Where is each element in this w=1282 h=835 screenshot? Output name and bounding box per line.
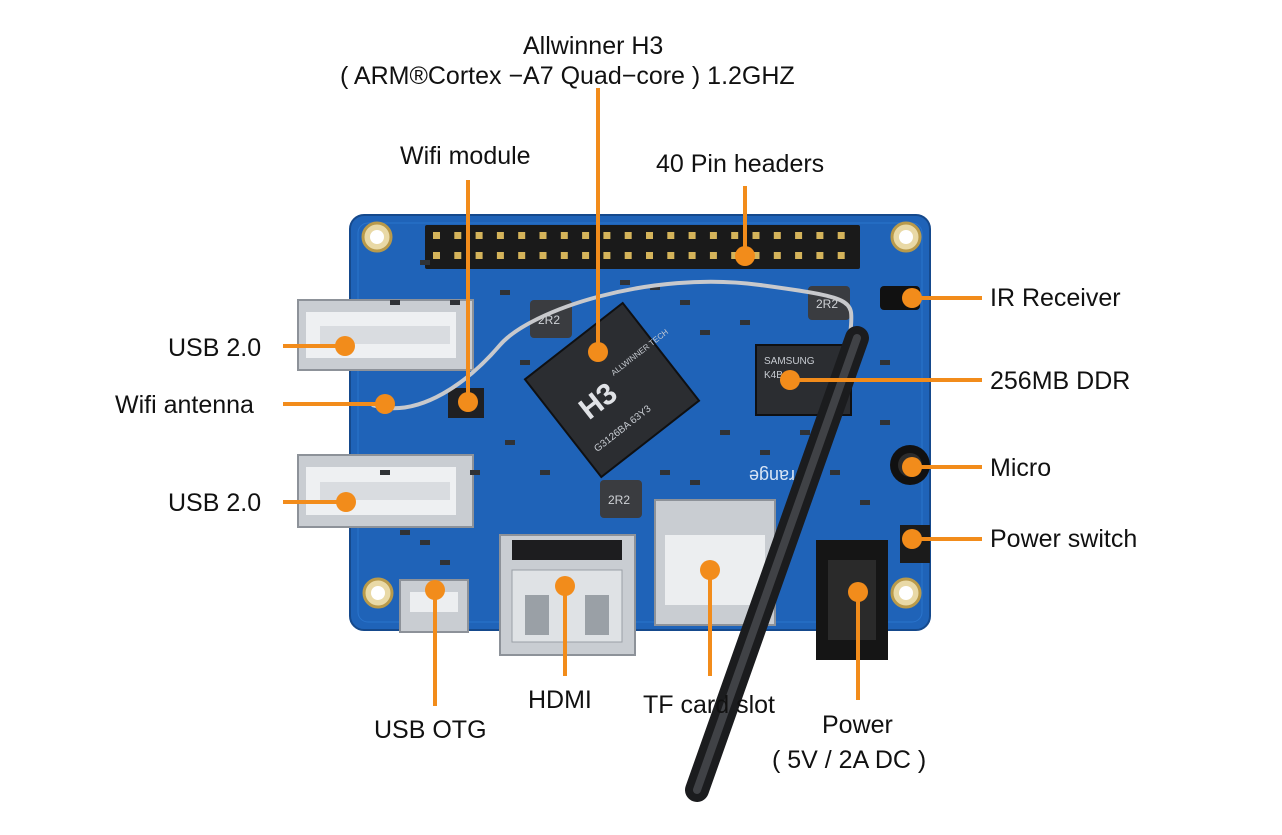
smd-part (690, 480, 700, 485)
header-pin (795, 252, 803, 259)
header-pin (433, 232, 440, 239)
header-pin (773, 252, 781, 259)
tf-card-label: TF card slot (643, 691, 775, 719)
header-pin (837, 232, 845, 239)
power-switch-label: Power switch (990, 525, 1138, 553)
smd-part (880, 420, 890, 425)
smd-part (470, 470, 480, 475)
orange-logo-text: range (749, 466, 795, 486)
smd-part (740, 320, 750, 325)
header-pin (496, 252, 504, 259)
power-label-line1: Power (822, 711, 893, 739)
inductor-mark-2: 2R2 (608, 493, 630, 507)
smd-part (700, 330, 710, 335)
antenna-cable (371, 279, 854, 411)
header-pin (709, 232, 717, 239)
header-pin (816, 252, 824, 259)
soc-label-line1: Allwinner H3 (523, 32, 664, 60)
header-pin (433, 252, 440, 259)
wifi-antenna-label: Wifi antenna (115, 391, 254, 419)
smd-part (720, 430, 730, 435)
header-pin (646, 232, 653, 239)
ddr-label: 256MB DDR (990, 367, 1131, 395)
header-pin (603, 232, 611, 239)
header-pin (582, 252, 590, 259)
header-pin (560, 232, 568, 239)
header-pin (454, 232, 462, 239)
smd-part (520, 360, 530, 365)
hdmi-label: HDMI (528, 686, 592, 714)
header-pin (667, 232, 675, 239)
smd-part (650, 285, 660, 290)
header-pin (518, 252, 526, 259)
header-pin (731, 252, 739, 259)
smd-part (390, 300, 400, 305)
header-pin (624, 232, 632, 239)
header-pin (518, 232, 526, 239)
pin-headers-label: 40 Pin headers (656, 150, 825, 178)
smd-part (680, 300, 690, 305)
smd-part (380, 470, 390, 475)
header-pin (475, 252, 483, 259)
smd-part (760, 450, 770, 455)
samsung-chip-mark: SAMSUNG (764, 356, 815, 367)
header-pin (624, 252, 632, 259)
leader-lines (283, 88, 982, 706)
smd-part (505, 440, 515, 445)
smd-part (660, 470, 670, 475)
smd-part (450, 300, 460, 305)
soc-label-line2: ( ARM®Cortex −A7 Quad−core ) 1.2GHZ (340, 62, 795, 90)
usb-port-bottom (297, 454, 474, 528)
header-pin (731, 232, 739, 239)
header-pin (603, 252, 611, 259)
header-pin (688, 252, 696, 259)
smd-part (500, 290, 510, 295)
usb-bottom-label: USB 2.0 (168, 489, 262, 517)
dc-power-jack (816, 540, 888, 660)
power-label-line2: ( 5V / 2A DC ) (772, 746, 927, 774)
smd-part (830, 470, 840, 475)
header-pin (667, 252, 675, 259)
header-pin (496, 232, 504, 239)
smd-part (860, 500, 870, 505)
smd-part (440, 560, 450, 565)
wifi-module-label: Wifi module (400, 142, 531, 170)
header-pin (646, 252, 653, 259)
antenna-rod (685, 326, 869, 802)
header-pin (582, 232, 590, 239)
header-pin (752, 232, 760, 239)
header-pin (709, 252, 717, 259)
smd-components (380, 260, 890, 565)
smd-part (400, 530, 410, 535)
header-pin (773, 232, 781, 239)
smd-part (420, 260, 430, 265)
pin-header (425, 225, 860, 269)
mounting-holes (361, 221, 922, 609)
leader-dots (335, 246, 922, 602)
smd-part (420, 540, 430, 545)
ir-receiver-label: IR Receiver (990, 284, 1121, 312)
inductor-mark-3: 2R2 (816, 297, 838, 311)
header-pin (539, 232, 547, 239)
header-pin (475, 232, 483, 239)
smd-part (620, 280, 630, 285)
header-pin (688, 232, 696, 239)
header-pin (560, 252, 568, 259)
smd-part (800, 430, 810, 435)
smd-part (880, 360, 890, 365)
header-pin (837, 252, 845, 259)
header-pin (795, 232, 803, 239)
header-pin (752, 252, 760, 259)
usb-port-top (297, 299, 474, 371)
header-pin (539, 252, 547, 259)
micro-label: Micro (990, 454, 1052, 482)
usb-otg-label: USB OTG (374, 716, 487, 744)
header-pin (454, 252, 462, 259)
header-pin (816, 232, 824, 239)
usb-top-label: USB 2.0 (168, 334, 262, 362)
samsung-chip-code: K4B (764, 370, 783, 381)
smd-part (540, 470, 550, 475)
